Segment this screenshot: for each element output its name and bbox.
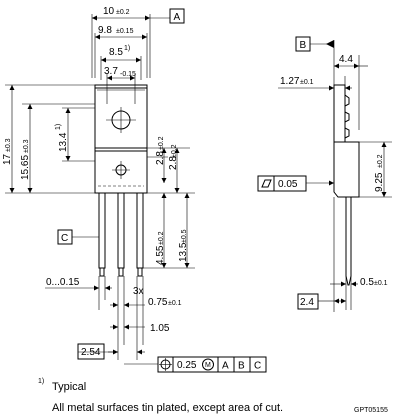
dim-tab-height-value: 15.65 bbox=[20, 155, 31, 180]
footnote-body: All metal surfaces tin plated, except ar… bbox=[52, 402, 283, 414]
lead-middle bbox=[117, 192, 125, 277]
datum-b-frame: B bbox=[295, 36, 311, 52]
dim-side-body-tol: ±0.2 bbox=[377, 154, 384, 168]
position-tolerance-value: 0.25 bbox=[177, 360, 197, 371]
position-ref-a: A bbox=[222, 361, 229, 372]
dim-total-height-tol: ±0.3 bbox=[5, 138, 12, 152]
dim-side-body-value: 9.25 bbox=[374, 172, 385, 192]
dim-width-tol: ±0.2 bbox=[116, 9, 130, 16]
dim-pitch-note: 1) bbox=[124, 45, 130, 52]
dim-tab-thickness-value: 1.27 bbox=[280, 76, 300, 87]
dim-lead-length-tol: ±0.5 bbox=[181, 229, 188, 243]
dim-body-height-value: 2.8 bbox=[168, 156, 179, 170]
side-body bbox=[333, 141, 360, 198]
footnote-title: Typical bbox=[52, 381, 86, 393]
drawing-code: GPT05155 bbox=[354, 407, 388, 414]
datum-a-frame: A bbox=[169, 8, 185, 24]
dim-lead-offset-value: 0...0.15 bbox=[46, 277, 80, 288]
side-tab bbox=[333, 84, 346, 143]
dim-tab-thickness-tol: ±0.1 bbox=[300, 79, 314, 86]
position-modifier: M bbox=[205, 362, 211, 369]
dim-side-lead-thickness-value: 0.5 bbox=[360, 277, 374, 288]
dim-side-lead-thickness-tol: ±0.1 bbox=[374, 280, 388, 287]
dim-pitch-value: 8.5 bbox=[109, 47, 123, 58]
dim-lead-length-value: 13.5 bbox=[178, 242, 189, 262]
dim-hole-center-value: 13.4 bbox=[58, 132, 69, 152]
side-lead-offset-frame: 2.4 bbox=[297, 293, 319, 310]
dim-side-lead-offset-value: 2.4 bbox=[300, 297, 314, 308]
dim-body-upper-tol: ±0.2 bbox=[158, 136, 165, 150]
max-material-condition-icon: M bbox=[202, 358, 214, 371]
position-tolerance-frame: 0.25 M A B C bbox=[157, 356, 267, 373]
dim-hole-width-value: 3.7 bbox=[104, 66, 118, 77]
dim-lead-shoulder-tol: ±0.2 bbox=[158, 231, 165, 245]
dim-lead-count: 3x bbox=[133, 286, 144, 297]
flatness-value: 0.05 bbox=[278, 179, 298, 190]
flatness-frame: 0.05 bbox=[257, 175, 307, 192]
dim-total-height-value: 17 bbox=[2, 153, 13, 165]
lead-right bbox=[136, 192, 144, 277]
dim-lead-thickness-value: 1.05 bbox=[150, 323, 170, 334]
dim-body-height-tol: ±0.2 bbox=[171, 144, 178, 158]
position-icon bbox=[159, 358, 172, 371]
footnote-marker: 1) bbox=[38, 378, 44, 385]
side-view: B 4.4 1.27 ±0.1 0.05 bbox=[257, 36, 392, 312]
datum-a-label: A bbox=[174, 12, 181, 23]
dim-lead-width-tol: ±0.1 bbox=[168, 300, 182, 307]
dim-lead-shoulder-value: 4.55 bbox=[155, 245, 166, 265]
notes: 1) Typical All metal surfaces tin plated… bbox=[38, 378, 388, 414]
dim-tab-width-tol: ±0.15 bbox=[116, 28, 134, 35]
flatness-icon bbox=[261, 179, 272, 188]
dim-lead-width-value: 0.75 bbox=[148, 297, 168, 308]
dim-lead-spacing-value: 2.54 bbox=[81, 347, 101, 358]
dim-hole-center-note: 1) bbox=[55, 124, 62, 130]
dim-hole-width-tol: -0.15 bbox=[120, 71, 136, 78]
lead-spacing-frame: 2.54 bbox=[77, 343, 105, 360]
datum-c-frame: C bbox=[57, 229, 73, 245]
position-ref-c: C bbox=[254, 361, 261, 372]
position-ref-b: B bbox=[238, 361, 245, 372]
dim-tab-width-value: 9.8 bbox=[98, 25, 112, 36]
front-view: 10 ±0.2 A 9.8 ±0.15 8.5 1) 3.7 -0.15 bbox=[2, 6, 267, 373]
dim-side-depth-value: 4.4 bbox=[339, 54, 353, 65]
datum-c-label: C bbox=[61, 233, 68, 244]
dim-body-upper-value: 2.8 bbox=[155, 151, 166, 165]
dim-tab-height-tol: ±0.3 bbox=[23, 139, 30, 153]
lead-left bbox=[98, 192, 106, 277]
side-lead bbox=[345, 196, 352, 286]
datum-b-label: B bbox=[300, 40, 307, 51]
dim-width-value: 10 bbox=[103, 6, 115, 17]
